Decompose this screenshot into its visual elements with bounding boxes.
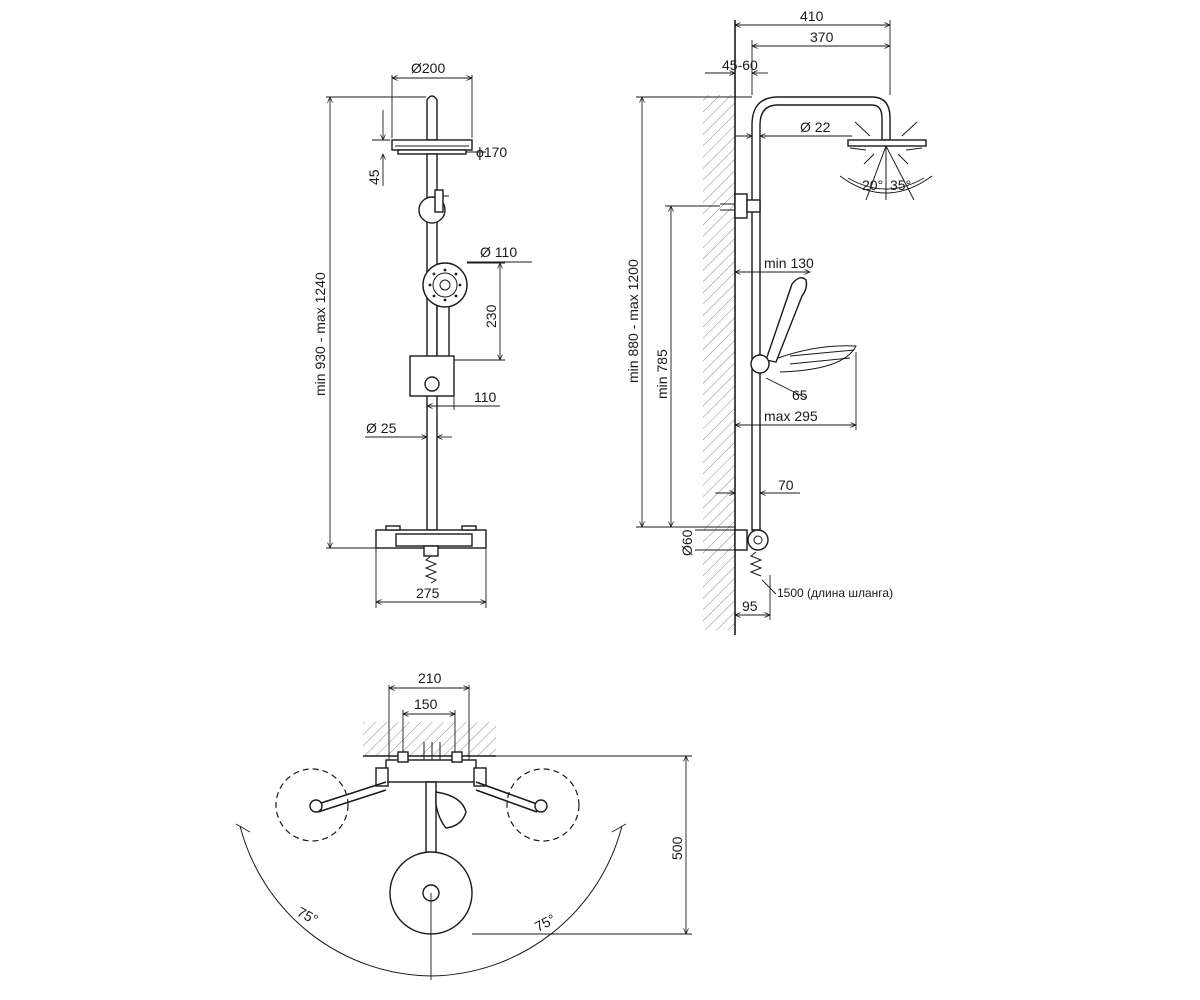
- front-view: Ø200 ϕ170 45 Ø 110 230 110 Ø 25 min 930 …: [312, 60, 532, 608]
- front-hand-offset: 110: [474, 389, 497, 405]
- side-mixer-depth: 95: [742, 598, 758, 614]
- side-height-range: min 880 - max 1200: [625, 259, 641, 383]
- top-view: 210 150 500 75° 75°: [235, 670, 692, 980]
- top-sweep-handles: [275, 768, 580, 842]
- front-shower-head: [391, 95, 473, 155]
- top-inner-width: 150: [414, 696, 438, 712]
- front-head-diameter: Ø200: [411, 60, 445, 76]
- side-hand-max: max 295: [764, 408, 818, 424]
- top-depth: 500: [669, 836, 685, 860]
- front-wall-bracket: [418, 189, 449, 224]
- side-labels: 410 370 45-60 Ø 22 20° 35° min 880 - max…: [625, 8, 911, 614]
- front-slider: [409, 355, 455, 397]
- side-total-projection: 410: [800, 8, 824, 24]
- front-hand-diameter: Ø 110: [480, 244, 517, 260]
- side-hose-length: 1500 (длина шланга): [777, 586, 893, 600]
- front-disc-diameter: ϕ170: [476, 144, 507, 160]
- front-dimensions: [326, 75, 532, 608]
- front-mixer-width: 275: [416, 585, 440, 601]
- front-height-range: min 930 - max 1240: [312, 272, 328, 396]
- top-labels: 210 150 500 75° 75°: [295, 670, 685, 935]
- front-head-depth: 45: [366, 169, 382, 185]
- side-angle-left: 20°: [862, 177, 883, 193]
- top-wall-hatch: [363, 722, 496, 756]
- side-dimensions: [636, 20, 925, 620]
- side-arm-diameter: Ø 22: [800, 119, 831, 135]
- top-sweep-arc: [235, 823, 627, 980]
- side-hand-angle: 65: [792, 387, 808, 403]
- side-min-height: min 785: [654, 349, 670, 399]
- side-wall-gap: 45-60: [722, 57, 758, 73]
- side-eccentric-diameter: Ø60: [679, 529, 695, 556]
- side-hand-shower: [750, 277, 857, 374]
- front-mixer: [375, 525, 487, 584]
- front-hand-length: 230: [483, 304, 499, 328]
- side-valve-offset: 70: [778, 477, 794, 493]
- side-hand-min: min 130: [764, 255, 814, 271]
- front-labels: Ø200 ϕ170 45 Ø 110 230 110 Ø 25 min 930 …: [312, 60, 517, 601]
- side-shower-head: [839, 121, 933, 201]
- top-dimensions: [389, 685, 692, 934]
- side-arm-reach: 370: [810, 29, 834, 45]
- side-wall-hatch: [703, 95, 735, 630]
- front-bar-diameter: Ø 25: [366, 420, 397, 436]
- top-outer-width: 210: [418, 670, 442, 686]
- side-upper-bracket: [720, 193, 761, 219]
- side-riser: [751, 96, 891, 531]
- side-lower-valve: [734, 529, 769, 577]
- side-angle-right: 35°: [890, 177, 911, 193]
- side-view: 410 370 45-60 Ø 22 20° 35° min 880 - max…: [625, 8, 933, 635]
